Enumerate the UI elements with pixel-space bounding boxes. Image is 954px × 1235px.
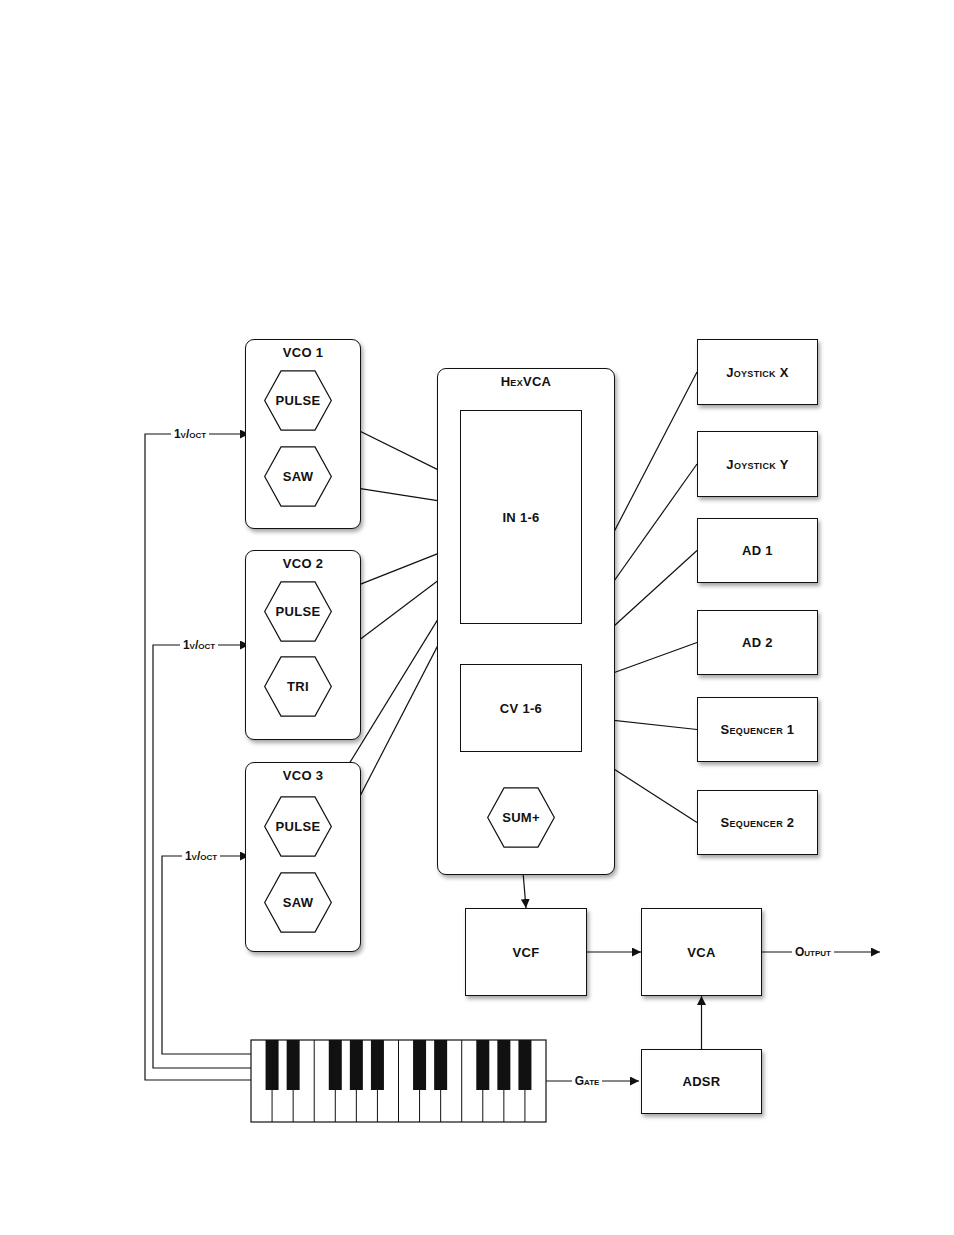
node-label: SAW [283, 895, 314, 910]
signal-connector [587, 951, 641, 952]
output-hexagon: PULSE [264, 581, 332, 642]
process-box: ADSR [641, 1049, 762, 1114]
black-key [371, 1040, 384, 1090]
black-key [518, 1040, 531, 1090]
pitch-wire [153, 645, 251, 1068]
module-title: VCO 1 [246, 345, 360, 360]
node-label: CV 1-6 [500, 701, 542, 716]
module-title: VCO 2 [246, 556, 360, 571]
module-title: HexVCA [438, 374, 614, 389]
signal-label: 1v/oct [180, 638, 218, 652]
process-box: VCF [465, 908, 587, 996]
output-hexagon: PULSE [264, 370, 332, 431]
module-box: VCO 1 PULSE SAW [245, 339, 361, 529]
black-key [413, 1040, 426, 1090]
node-label: Joystick X [726, 365, 789, 380]
output-hexagon: SAW [264, 872, 332, 933]
black-key [350, 1040, 363, 1090]
signal-label: Output [792, 945, 834, 959]
output-hexagon: TRI [264, 656, 332, 717]
signal-label: 1v/oct [182, 849, 220, 863]
source-box: AD 2 [697, 610, 818, 675]
pitch-wire [162, 856, 251, 1054]
node-label: VCA [687, 945, 715, 960]
source-box: AD 1 [697, 518, 818, 583]
node-label: PULSE [276, 393, 321, 408]
node-label: Sequencer 2 [721, 815, 795, 830]
black-key [434, 1040, 447, 1090]
signal-label: Gate [572, 1074, 603, 1088]
pitch-wire [145, 434, 251, 1080]
output-hexagon: PULSE [264, 796, 332, 857]
source-box: Joystick Y [697, 431, 818, 497]
signal-connector [701, 996, 702, 1049]
keyboard-illustration [251, 1040, 546, 1122]
black-key [497, 1040, 510, 1090]
white-key-edge [398, 1040, 399, 1122]
node-label: ADSR [682, 1074, 720, 1089]
node-label: PULSE [276, 604, 321, 619]
process-box: VCA [641, 908, 762, 996]
node-label: TRI [287, 679, 309, 694]
node-label: SAW [283, 469, 314, 484]
cv-block: CV 1-6 [460, 664, 582, 752]
black-key [266, 1040, 279, 1090]
source-box: Sequencer 1 [697, 697, 818, 762]
node-label: Joystick Y [726, 457, 788, 472]
node-label: PULSE [276, 819, 321, 834]
input-block: IN 1-6 [460, 410, 582, 624]
black-key [287, 1040, 300, 1090]
node-label: VCF [513, 945, 540, 960]
output-hexagon: SAW [264, 446, 332, 507]
output-hexagon: SUM+ [487, 787, 555, 848]
node-label: AD 1 [742, 543, 773, 558]
white-key-edge [461, 1040, 462, 1122]
source-box: Joystick X [697, 339, 818, 405]
keyboard-body [251, 1040, 546, 1122]
black-key [476, 1040, 489, 1090]
module-box: VCO 3 PULSE SAW [245, 762, 361, 952]
signal-label: 1v/oct [171, 427, 209, 441]
module-box: HexVCA IN 1-6 CV 1-6SUM+ [437, 368, 615, 875]
source-box: Sequencer 2 [697, 790, 818, 855]
module-box: VCO 2 PULSE TRI [245, 550, 361, 740]
node-label: AD 2 [742, 635, 773, 650]
node-label: IN 1-6 [502, 510, 539, 525]
black-key [329, 1040, 342, 1090]
node-label: Sequencer 1 [721, 722, 795, 737]
module-title: VCO 3 [246, 768, 360, 783]
white-key-edge [314, 1040, 315, 1122]
node-label: SUM+ [502, 810, 540, 825]
